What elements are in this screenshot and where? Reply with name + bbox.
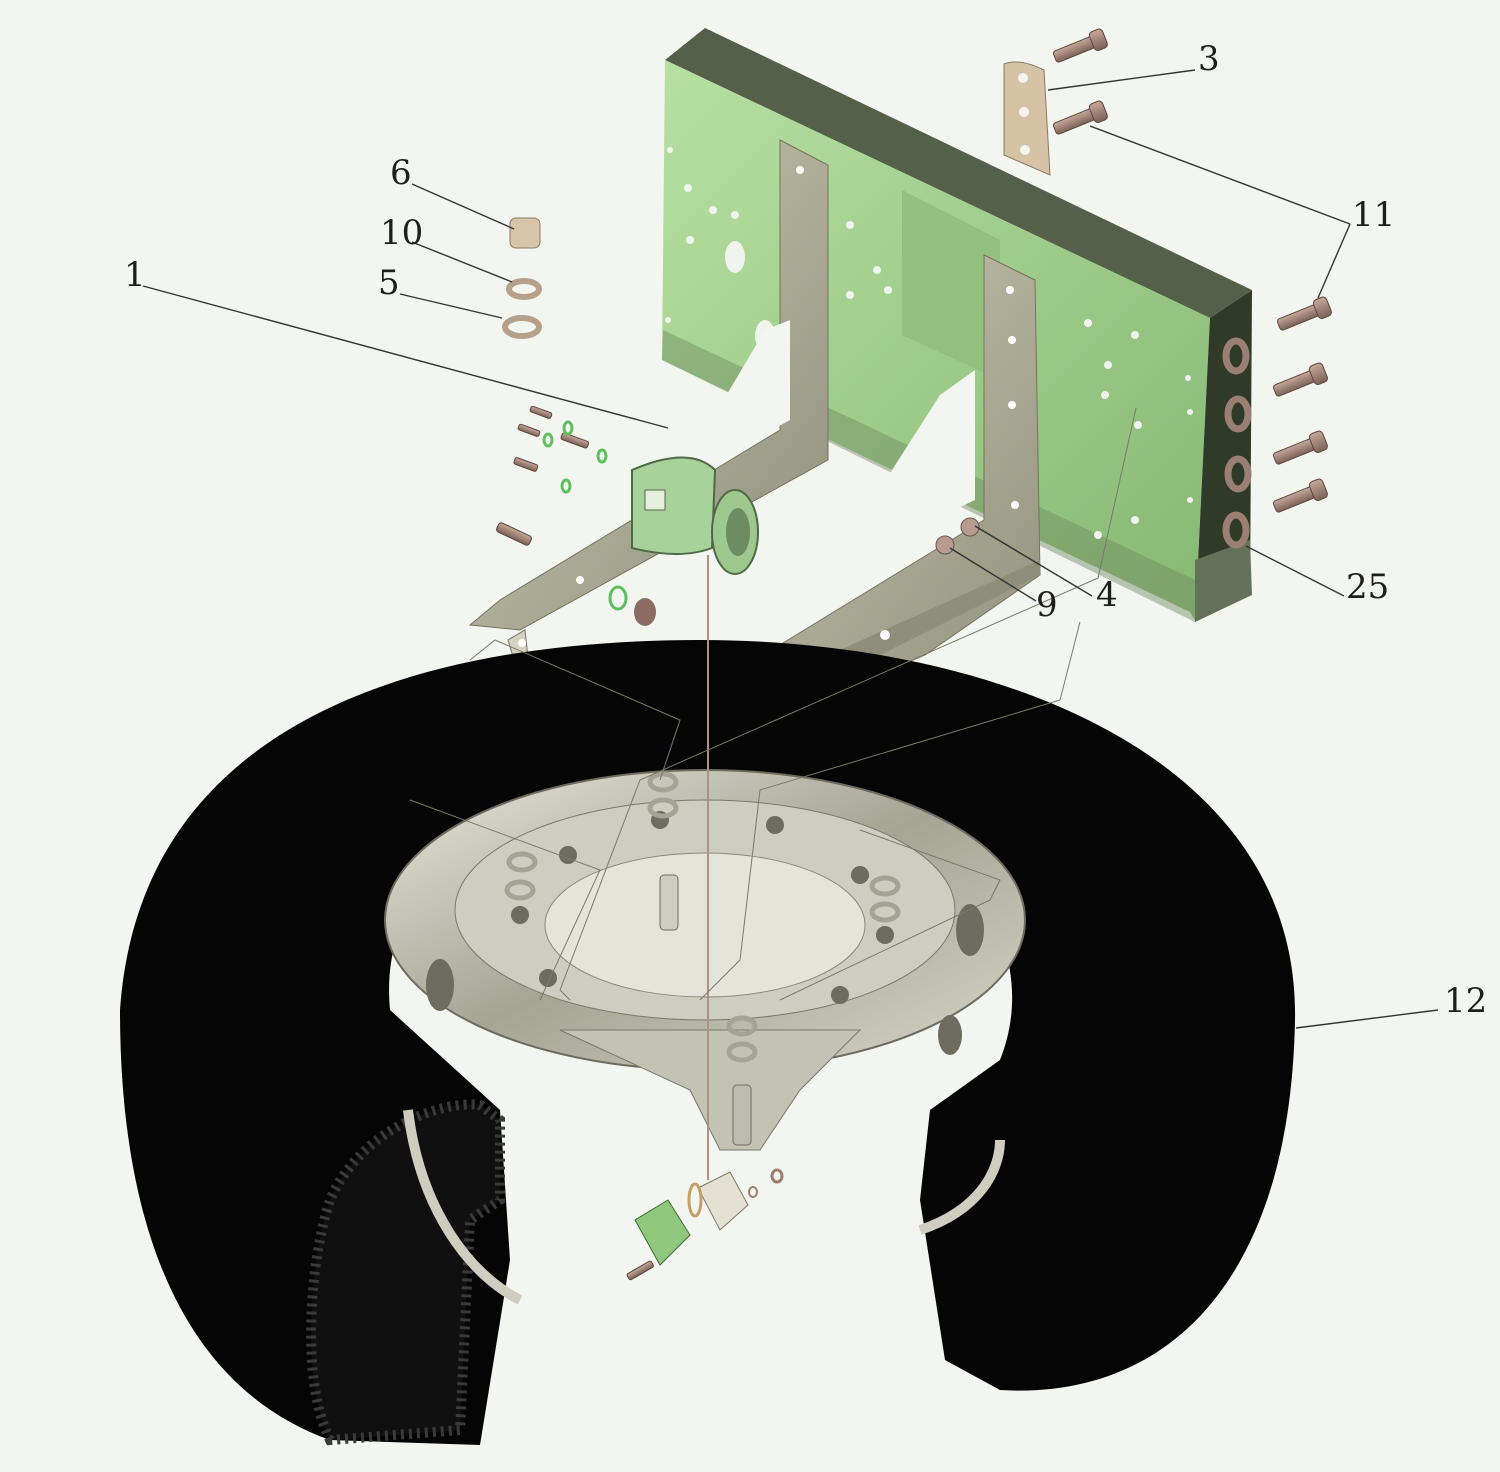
callout-6: 6 [390,153,412,193]
leader-5 [399,293,503,319]
frame-bolts [1052,28,1332,513]
strap-plate [1003,61,1051,176]
leader-12 [1295,1009,1439,1029]
lower-fasteners [626,1168,784,1281]
leader-4 [974,525,1093,597]
leader-25 [1245,545,1345,597]
callout-11: 11 [1352,195,1396,235]
leader-11b [1317,223,1351,299]
leader-1 [142,285,669,429]
callout-25: 25 [1346,567,1390,607]
callout-9: 9 [1036,585,1058,625]
callout-1: 1 [124,255,146,295]
leader-11a [1089,125,1351,225]
leader-10 [411,241,513,283]
spare-wheel [120,640,1296,1446]
frame-holes [665,147,1193,539]
leader-6 [411,183,515,230]
leader-3 [1047,69,1196,91]
callout-10: 10 [380,213,424,253]
callout-4: 4 [1096,575,1118,615]
rim-holes [426,811,984,1055]
frame-washers [1222,337,1252,549]
callout-5: 5 [378,263,400,303]
assembly-guide-lines [409,407,1137,1001]
leader-lines [142,69,1439,1029]
winch [631,456,759,575]
leader-9 [949,547,1037,602]
callout-12: 12 [1444,981,1488,1021]
small-fasteners [496,217,656,626]
callout-3: 3 [1198,39,1220,79]
